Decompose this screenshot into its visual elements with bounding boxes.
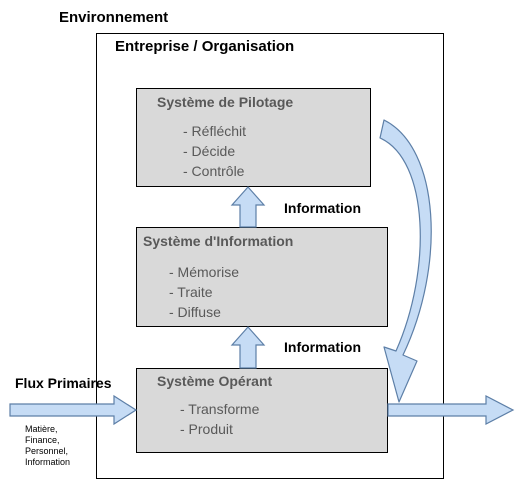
output-arrow: [387, 395, 515, 425]
up-arrow-operant-to-information: [230, 326, 266, 369]
organisation-title: Entreprise / Organisation: [115, 38, 295, 55]
operant-system-title: Système Opérant: [157, 373, 273, 389]
curved-arrow-pilotage-to-operant: [379, 119, 432, 403]
information-system-list: - Mémorise - Traite - Diffuse: [169, 262, 239, 322]
pilotage-item: - Décide: [183, 143, 236, 159]
pilotage-system-title: Système de Pilotage: [157, 94, 294, 110]
flux-item: Personnel,: [25, 446, 69, 456]
flux-item: Information: [25, 457, 71, 467]
operant-system-list: - Transforme - Produit: [180, 399, 259, 439]
flux-item: Matière,: [25, 424, 58, 434]
pilotage-system-list: - Réfléchit - Décide - Contrôle: [183, 121, 246, 181]
operant-system-box: [136, 368, 388, 453]
information-item: - Traite: [169, 284, 213, 300]
information-system-box: [136, 227, 388, 327]
input-arrow-flux-primaires: [9, 394, 138, 426]
pilotage-item: - Réfléchit: [183, 123, 247, 139]
pilotage-item: - Contrôle: [183, 163, 245, 179]
up-arrow-information-to-pilotage: [230, 186, 266, 228]
flux-primaires-label: Flux Primaires: [15, 375, 112, 391]
operant-item: - Transforme: [180, 401, 260, 417]
information-item: - Diffuse: [169, 304, 221, 320]
information-label-lower: Information: [284, 339, 361, 355]
environment-title: Environnement: [59, 9, 169, 26]
operant-item: - Produit: [180, 421, 233, 437]
information-label-upper: Information: [284, 200, 361, 216]
pilotage-system-box: [136, 88, 371, 187]
flux-item: Finance,: [25, 435, 60, 445]
flux-items-list: Matière, Finance, Personnel, Information: [25, 424, 70, 468]
information-system-title: Système d'Information: [143, 233, 294, 249]
information-item: - Mémorise: [169, 264, 240, 280]
